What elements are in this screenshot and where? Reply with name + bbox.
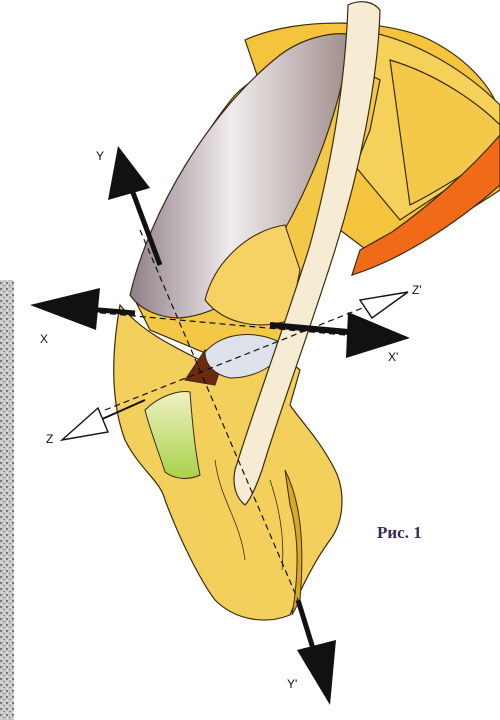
- axis-y-arrow: [108, 146, 160, 265]
- label-z: Z: [46, 432, 53, 446]
- label-z-prime: Z': [412, 283, 422, 297]
- axis-z-prime-arrow: [360, 292, 408, 318]
- axis-y-prime-arrow: [297, 600, 336, 705]
- figure-caption: Рис. 1: [377, 523, 422, 542]
- label-y: Y: [96, 149, 104, 163]
- label-x-prime: X': [388, 350, 398, 364]
- label-x: X: [40, 332, 48, 346]
- left-edge-texture: [0, 280, 14, 720]
- label-y-prime: Y': [287, 677, 297, 691]
